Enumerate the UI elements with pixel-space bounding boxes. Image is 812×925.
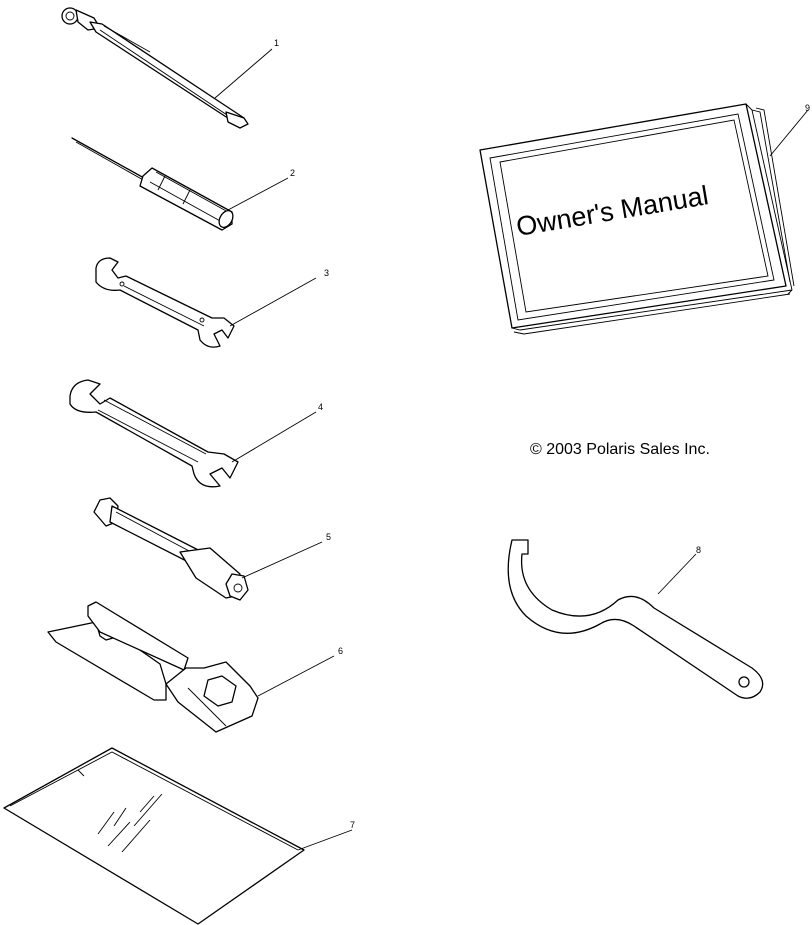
copyright-notice: © 2003 Polaris Sales Inc. [530, 441, 710, 458]
large-wrench-drawing [69, 379, 239, 488]
leader-line-8 [657, 553, 697, 595]
tire-gauge-drawing [61, 7, 249, 129]
spanner-wrench-drawing [507, 539, 764, 699]
callout-2: 2 [290, 168, 295, 178]
screwdriver-drawing [71, 137, 234, 231]
leader-line-4 [231, 411, 317, 463]
small-wrench-drawing [95, 257, 235, 348]
callout-6: 6 [338, 646, 343, 656]
callout-5: 5 [326, 532, 331, 542]
callout-3: 3 [324, 268, 329, 278]
leader-line-5 [241, 541, 323, 579]
leader-line-6 [257, 655, 335, 697]
tool-holder-drawing [47, 601, 259, 733]
leader-line-7 [297, 829, 353, 851]
leader-line-2 [227, 177, 289, 211]
leader-line-9 [769, 109, 809, 157]
spark-plug-wrench-drawing [93, 497, 249, 601]
plastic-bag-drawing [3, 747, 305, 925]
callout-8: 8 [696, 545, 701, 555]
callout-9: 9 [805, 103, 810, 113]
callout-4: 4 [318, 402, 323, 412]
owners-manual-drawing: Owner's Manual [479, 103, 795, 335]
callout-1: 1 [274, 38, 279, 48]
leader-line-3 [229, 277, 317, 327]
leader-line-1 [214, 48, 273, 99]
callout-7: 7 [350, 820, 355, 830]
